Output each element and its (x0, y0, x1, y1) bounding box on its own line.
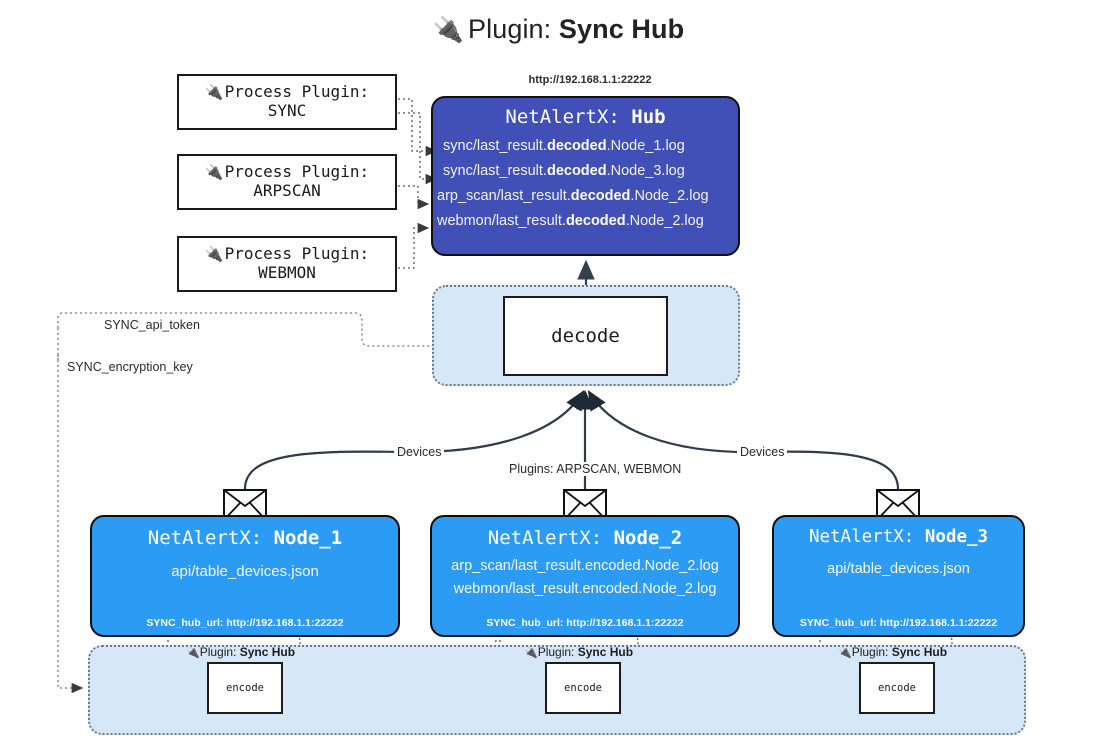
hub-title-name: Hub (631, 106, 666, 128)
plugin-tag-node-2: 🔌Plugin: Sync Hub (524, 645, 633, 659)
node-title: NetAlertX: Node_2 (432, 527, 738, 549)
node-box-node-1[interactable]: NetAlertX: Node_1 api/table_devices.json… (90, 515, 400, 637)
node-title: NetAlertX: Node_1 (92, 527, 398, 549)
plug-icon: 🔌 (524, 647, 538, 659)
process-plugin-label: Process Plugin: (224, 244, 370, 264)
plugin-tag-node-3: 🔌Plugin: Sync Hub (838, 645, 947, 659)
node-title-prefix: NetAlertX: (808, 527, 915, 547)
plug-icon: 🔌 (204, 82, 224, 101)
edge-label-sync-api-token: SYNC_api_token (101, 318, 203, 332)
decode-box[interactable]: decode (503, 296, 668, 376)
edge-label-plugins-mid: Plugins: ARPSCAN, WEBMON (506, 462, 685, 476)
node-box-node-2[interactable]: NetAlertX: Node_2 arp_scan/last_result.e… (430, 515, 740, 637)
hub-log-line: sync/last_result.decoded.Node_3.log (443, 162, 685, 179)
node-box-node-3[interactable]: NetAlertX: Node_3 api/table_devices.json… (772, 515, 1025, 637)
node-title-name: Node_3 (924, 527, 989, 547)
process-plugin-name: SYNC (267, 101, 307, 120)
node-resource-line: api/table_devices.json (827, 561, 970, 577)
plugin-tag-node-1: 🔌Plugin: Sync Hub (186, 645, 295, 659)
node-resource-line: api/table_devices.json (171, 563, 319, 580)
encode-box-node-1[interactable]: encode (207, 662, 283, 714)
node-hub-url: SYNC_hub_url: http://192.168.1.1:22222 (486, 617, 684, 629)
node-resource-line: arp_scan/last_result.encoded.Node_2.log (451, 558, 719, 574)
node-title: NetAlertX: Node_3 (774, 527, 1023, 547)
process-plugin-label: Process Plugin: (224, 162, 370, 182)
plugin-tag-name: Sync Hub (239, 645, 296, 659)
plugin-tag-prefix: Plugin: (199, 645, 237, 659)
encode-box-node-3[interactable]: encode (859, 662, 935, 714)
encode-box-node-2[interactable]: encode (545, 662, 621, 714)
node-resource-line: webmon/last_result.encoded.Node_2.log (453, 581, 717, 597)
hub-log-line: sync/last_result.decoded.Node_1.log (443, 138, 685, 154)
plug-icon: 🔌 (838, 647, 852, 659)
page-title: 🔌Plugin: Sync Hub (0, 14, 1117, 45)
plugin-tag-prefix: Plugin: (851, 645, 889, 659)
plug-icon: 🔌 (186, 647, 200, 659)
process-plugin-name: WEBMON (258, 263, 316, 282)
node-title-name: Node_1 (273, 527, 343, 549)
plugin-tag-name: Sync Hub (577, 645, 634, 659)
node-title-prefix: NetAlertX: (487, 527, 603, 549)
process-plugin-label: Process Plugin: (224, 82, 370, 102)
node-hub-url: SYNC_hub_url: http://192.168.1.1:22222 (799, 617, 998, 629)
node-hub-url: SYNC_hub_url: http://192.168.1.1:22222 (146, 617, 344, 629)
plug-icon: 🔌 (432, 16, 465, 44)
hub-title-prefix: NetAlertX: (505, 106, 620, 128)
process-plugin-webmon[interactable]: 🔌 Process Plugin: WEBMON (177, 236, 397, 292)
page-title-prefix: Plugin: (468, 14, 552, 44)
plug-icon: 🔌 (204, 244, 224, 263)
process-plugin-name: ARPSCAN (253, 181, 321, 200)
plugin-tag-name: Sync Hub (891, 645, 948, 659)
hub-url-label: http://192.168.1.1:22222 (528, 74, 652, 86)
edge-label-devices-left: Devices (394, 445, 445, 459)
edge-label-devices-right: Devices (737, 445, 788, 459)
node-title-prefix: NetAlertX: (147, 527, 263, 549)
process-plugin-sync[interactable]: 🔌 Process Plugin: SYNC (177, 74, 397, 130)
hub-log-line: arp_scan/last_result.decoded.Node_2.log (437, 187, 709, 204)
node-title-name: Node_2 (613, 527, 683, 549)
hub-log-line: webmon/last_result.decoded.Node_2.log (437, 212, 704, 229)
plug-icon: 🔌 (204, 162, 224, 181)
plugin-tag-prefix: Plugin: (537, 645, 575, 659)
hub-title: NetAlertX: Hub (433, 106, 738, 128)
hub-box[interactable]: NetAlertX: Hub sync/last_result.decoded.… (431, 96, 740, 256)
page-title-name: Sync Hub (558, 14, 685, 44)
process-plugin-arpscan[interactable]: 🔌 Process Plugin: ARPSCAN (177, 154, 397, 210)
edge-label-sync-encryption-key: SYNC_encryption_key (64, 360, 196, 374)
